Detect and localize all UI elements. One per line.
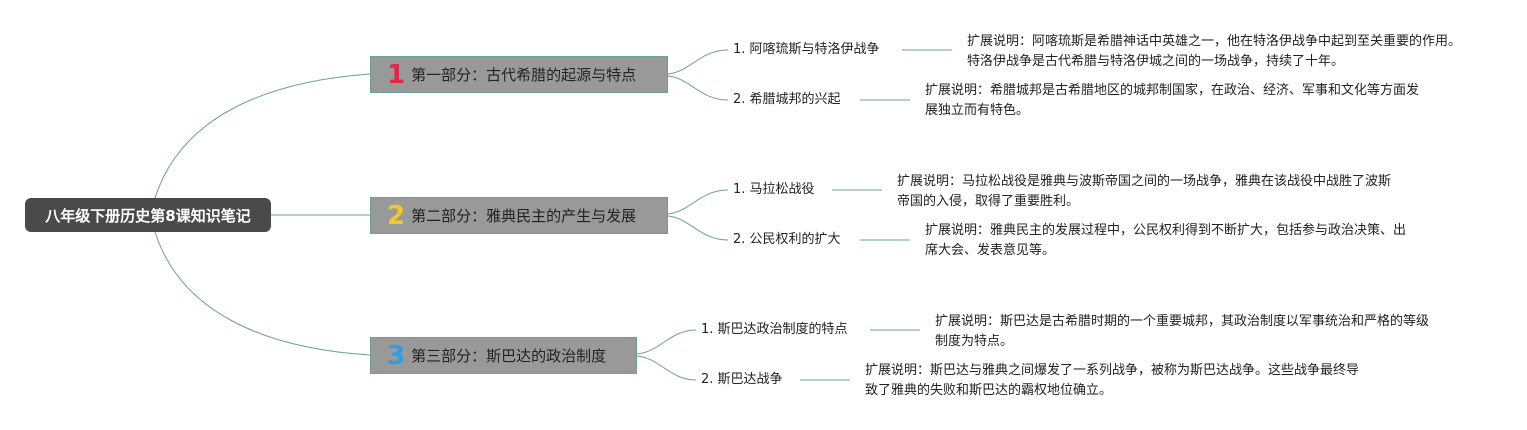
section-3-topic-1-note: 扩展说明：斯巴达是古希腊时期的一个重要城邦，其政治制度以军事统治和严格的等级制度… xyxy=(935,314,1430,349)
section-1-number: 1 xyxy=(387,59,406,90)
section-2-node[interactable]: 2 第二部分：雅典民主的产生与发展 xyxy=(370,197,668,234)
connector-s1-t1 xyxy=(667,49,729,75)
section-2-topic-1[interactable]: 1. 马拉松战役 xyxy=(733,182,815,197)
section-3-topic-2[interactable]: 2. 斯巴达战争 xyxy=(701,372,783,387)
section-3-number: 3 xyxy=(387,340,406,371)
connector-root-section-1 xyxy=(154,73,371,199)
connector-s1-t2 xyxy=(667,75,729,101)
section-2-label: 第二部分：雅典民主的产生与发展 xyxy=(411,207,637,225)
section-1-node[interactable]: 1 第一部分：古代希腊的起源与特点 xyxy=(370,56,668,93)
section-2-topic-1-note: 扩展说明：马拉松战役是雅典与波斯帝国之间的一场战争，雅典在该战役中战胜了波斯帝国… xyxy=(897,174,1392,209)
section-2-topic-2-note: 扩展说明：雅典民主的发展过程中，公民权利得到不断扩大，包括参与政治决策、出席大会… xyxy=(925,223,1407,258)
section-3-topic-2-note: 扩展说明：斯巴达与雅典之间爆发了一系列战争，被称为斯巴达战争。这些战争最终导致了… xyxy=(865,363,1360,398)
connector-s3-t2 xyxy=(636,355,697,381)
root-label: 八年级下册历史第8课知识笔记 xyxy=(45,206,251,225)
section-3-node[interactable]: 3 第三部分：斯巴达的政治制度 xyxy=(370,337,637,374)
section-1-topic-1[interactable]: 1. 阿喀琉斯与特洛伊战争 xyxy=(733,42,880,57)
section-3-label: 第三部分：斯巴达的政治制度 xyxy=(411,347,607,365)
section-1-label: 第一部分：古代希腊的起源与特点 xyxy=(411,66,637,84)
section-1-topic-2-note: 扩展说明：希腊城邦是古希腊地区的城邦制国家，在政治、经济、军事和文化等方面发展独… xyxy=(925,83,1420,118)
connector-s2-t1 xyxy=(667,189,729,215)
connector-root-section-3 xyxy=(154,231,371,356)
root-node[interactable]: 八年级下册历史第8课知识笔记 xyxy=(25,198,271,232)
section-2-number: 2 xyxy=(387,200,406,231)
section-1-topic-2[interactable]: 2. 希腊城邦的兴起 xyxy=(733,92,841,107)
connector-s2-t2 xyxy=(667,215,729,241)
section-2-topic-2[interactable]: 2. 公民权利的扩大 xyxy=(733,232,841,247)
section-1-topic-1-note: 扩展说明：阿喀琉斯是希腊神话中英雄之一，他在特洛伊战争中起到至关重要的作用。特洛… xyxy=(967,34,1462,69)
section-3-topic-1[interactable]: 1. 斯巴达政治制度的特点 xyxy=(701,322,848,337)
connector-s3-t1 xyxy=(636,329,697,355)
